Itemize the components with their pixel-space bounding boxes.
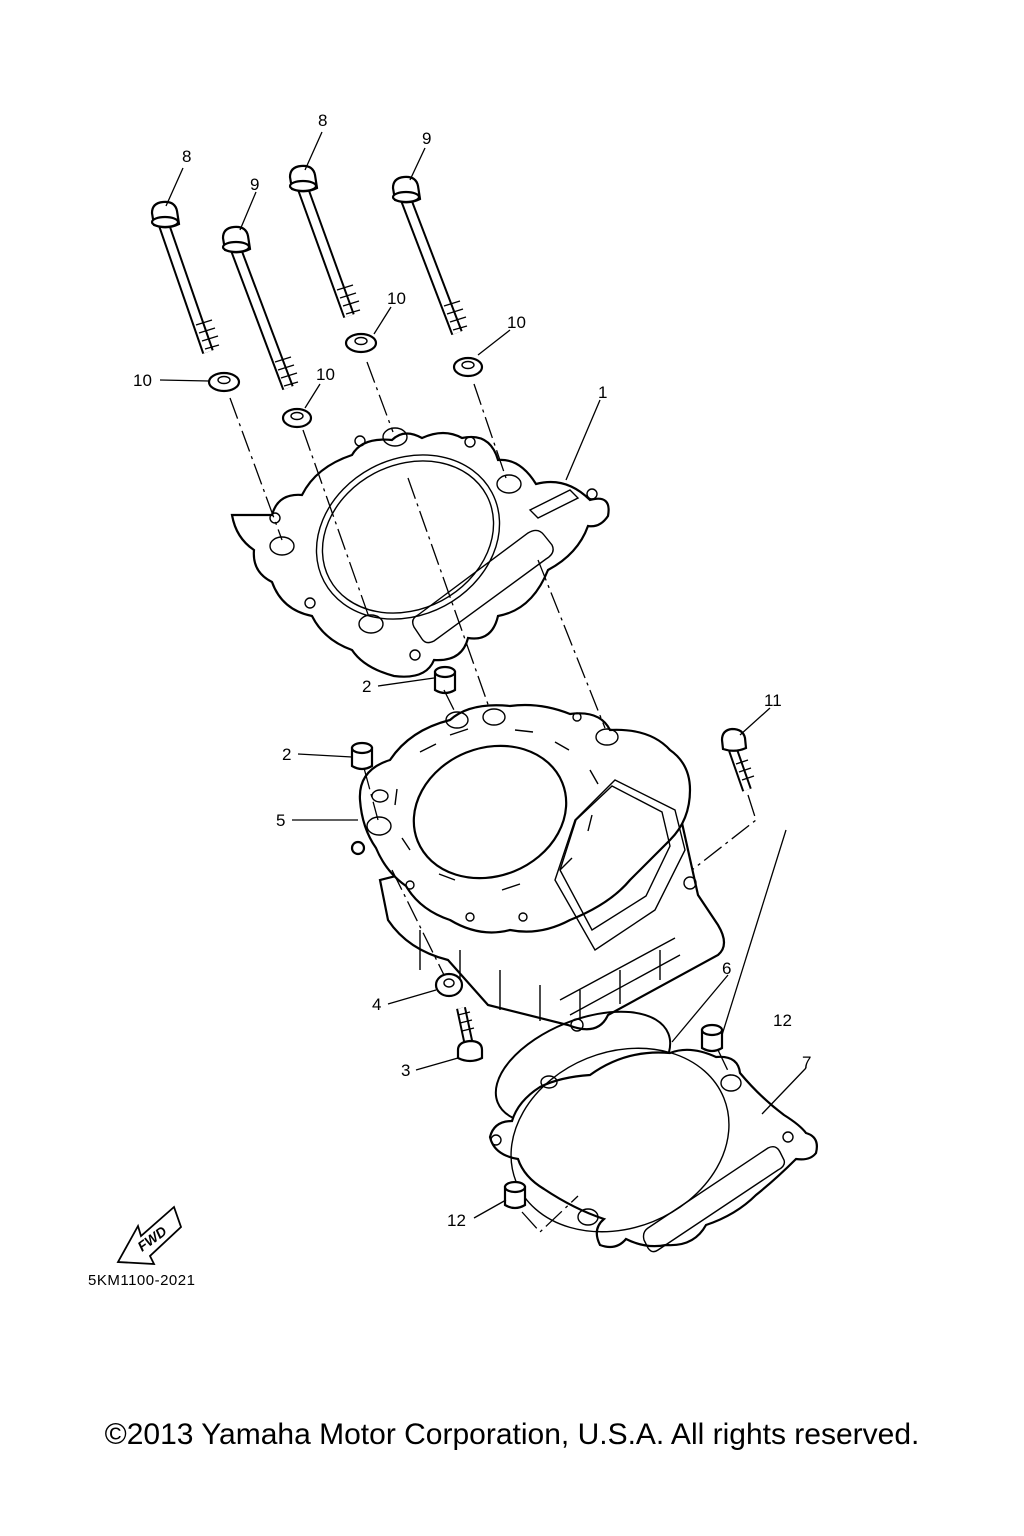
callout-7: 7 (802, 1053, 811, 1072)
callout-10-c: 10 (387, 289, 406, 308)
callout-1: 1 (598, 383, 607, 402)
leader-lines (159, 131, 807, 1219)
callout-3: 3 (401, 1061, 410, 1080)
bolt-8-right[interactable] (288, 164, 361, 319)
fwd-arrow-icon: FWD (116, 1205, 183, 1265)
callout-9-left: 9 (250, 175, 259, 194)
bolt-9-left[interactable] (221, 225, 299, 391)
callout-10-d: 10 (507, 313, 526, 332)
drawing-code: 5KM1100-2021 (88, 1272, 196, 1289)
callout-10-a: 10 (133, 371, 152, 390)
cylinder-5[interactable] (350, 703, 726, 1032)
bolt-3[interactable] (456, 1006, 484, 1063)
callout-4: 4 (372, 995, 381, 1014)
callout-8-left: 8 (182, 147, 191, 166)
callout-8-right: 8 (318, 111, 327, 130)
copyright-notice: ©2013 Yamaha Motor Corporation, U.S.A. A… (104, 1418, 920, 1451)
washer-4[interactable] (434, 972, 464, 998)
washer-10-b[interactable] (281, 407, 313, 429)
callout-5: 5 (276, 811, 285, 830)
bolt-8-left[interactable] (150, 200, 220, 354)
dowel-pin-2-upper[interactable] (433, 665, 457, 695)
callout-12-lower: 12 (447, 1211, 466, 1230)
washer-10-c[interactable] (344, 332, 378, 354)
callout-2-upper: 2 (362, 677, 371, 696)
cylinder-base-gasket-7[interactable] (483, 1016, 818, 1263)
dowel-pin-12-lower[interactable] (503, 1180, 527, 1210)
callout-labels: 8 9 8 9 10 10 10 10 1 2 2 5 11 6 12 7 4 … (133, 111, 811, 1230)
callout-9-right: 9 (422, 129, 431, 148)
bolt-11[interactable] (720, 727, 755, 792)
dowel-pin-2-lower[interactable] (350, 741, 374, 771)
callout-11: 11 (764, 691, 782, 710)
dowel-pin-12-upper[interactable] (700, 1023, 724, 1053)
washer-10-a[interactable] (207, 371, 241, 393)
assembly-lines (229, 361, 757, 1233)
bolt-9-right[interactable] (391, 175, 468, 336)
callout-12-upper: 12 (773, 1011, 792, 1030)
callout-6: 6 (722, 959, 731, 978)
cylinder-head-gasket-1[interactable] (230, 424, 610, 678)
callout-2-lower: 2 (282, 745, 291, 764)
callout-10-b: 10 (316, 365, 335, 384)
washer-10-d[interactable] (452, 356, 484, 378)
